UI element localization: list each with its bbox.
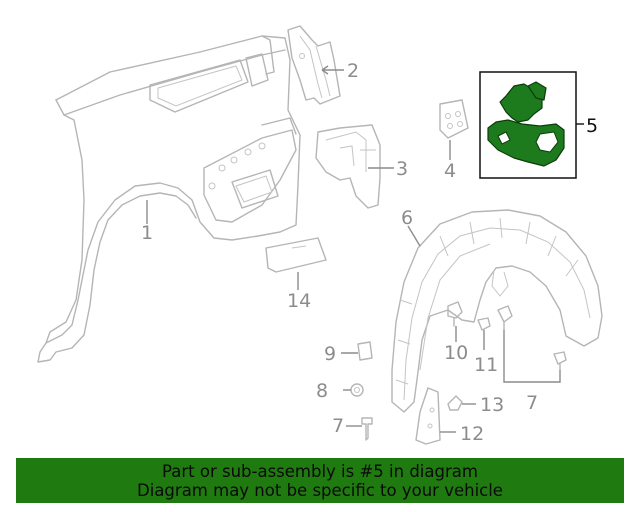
parts-diagram: 1 2 3 4 5 6 7 8 9 10 11 12 13 14 7 <box>37 25 603 445</box>
part-5-box <box>479 71 577 179</box>
callout-7-group: 7 <box>526 392 538 414</box>
highlighted-part-5-upper <box>499 81 547 123</box>
pillar-bracket-part-2 <box>287 25 341 105</box>
plate-part-4 <box>439 99 469 139</box>
banner-line-2: Diagram may not be specific to your vehi… <box>137 480 503 500</box>
callout-14: 14 <box>287 290 311 312</box>
callout-2: 2 <box>347 60 359 82</box>
callout-7-bolt: 7 <box>332 415 344 437</box>
callout-13: 13 <box>480 394 504 416</box>
callout-11: 11 <box>474 354 498 376</box>
callout-10: 10 <box>444 342 468 364</box>
wheelhouse-extension-part-3 <box>315 124 381 209</box>
flap-part-12 <box>415 387 441 445</box>
callout-4: 4 <box>444 160 456 182</box>
callout-3: 3 <box>396 158 408 180</box>
callout-8: 8 <box>316 380 328 402</box>
callout-12: 12 <box>460 423 484 445</box>
highlighted-part-5-lower <box>487 119 565 167</box>
pad-part-14 <box>265 237 327 273</box>
fasteners <box>350 301 567 441</box>
info-banner: Part or sub-assembly is #5 in diagram Di… <box>16 458 624 503</box>
callout-6: 6 <box>401 207 413 229</box>
callout-1: 1 <box>141 222 153 244</box>
callout-9: 9 <box>324 343 336 365</box>
quarter-panel-part-1 <box>37 35 301 363</box>
banner-line-1: Part or sub-assembly is #5 in diagram <box>162 461 478 481</box>
wheelhouse-liner-part-6 <box>391 209 603 413</box>
callout-5: 5 <box>586 115 598 137</box>
